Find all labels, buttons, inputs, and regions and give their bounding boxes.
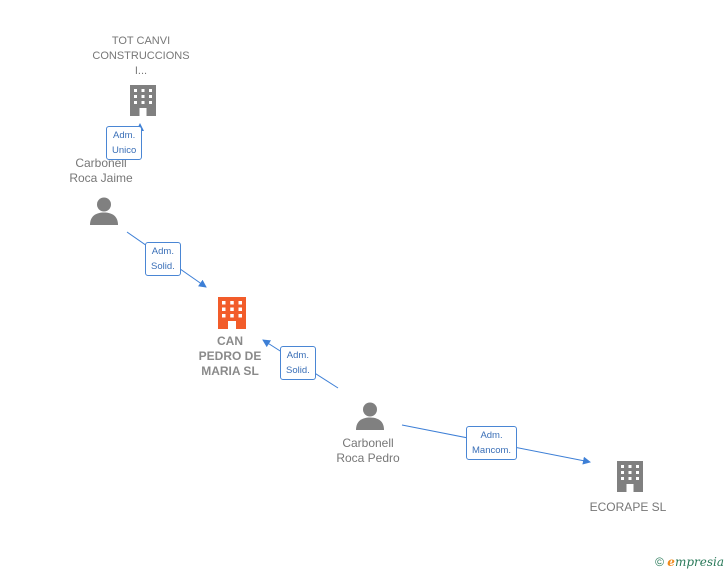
brand-rest: mpresia <box>674 555 724 569</box>
edge-label-line: Adm. <box>286 350 309 361</box>
node-label-line: CAN <box>217 334 243 348</box>
edge-label-line: Solid. <box>286 365 310 376</box>
edge-label-adm-unico[interactable]: Adm. Unico <box>106 126 143 160</box>
building-icon[interactable] <box>128 84 158 118</box>
node-label-line: Carbonell <box>342 436 394 450</box>
building-icon[interactable] <box>615 460 645 494</box>
node-label-line: TOT CANVI <box>111 35 171 47</box>
edge-label-line: Unico <box>112 145 137 156</box>
node-carbonell-pedro-label[interactable]: Carbonell Roca Pedro <box>317 436 419 466</box>
node-can-pedro-label[interactable]: CAN PEDRO DE MARIA SL <box>180 334 280 379</box>
brand-initial: e <box>667 555 675 569</box>
person-icon[interactable] <box>355 401 385 431</box>
node-carbonell-jaime-label[interactable]: Carbonell Roca Jaime <box>50 156 152 186</box>
empresia-watermark: © empresia <box>655 555 724 569</box>
building-icon[interactable] <box>216 296 248 331</box>
copyright-symbol: © <box>655 555 664 569</box>
node-label-line: MARIA SL <box>201 364 259 378</box>
node-label-line: Roca Jaime <box>69 171 133 185</box>
node-ecorape-label[interactable]: ECORAPE SL <box>578 500 678 515</box>
edge-label-adm-mancom[interactable]: Adm. Mancom. <box>466 426 518 460</box>
edge-label-line: Adm. <box>113 130 136 141</box>
node-label-line: I... <box>134 65 148 77</box>
edge-label-line: Mancom. <box>472 445 512 456</box>
empresia-logo: empresia <box>667 555 724 569</box>
node-tot-canvi-label[interactable]: TOT CANVI CONSTRUCCIONS I... <box>76 34 206 79</box>
edge-label-line: Solid. <box>151 261 175 272</box>
node-label-line: ECORAPE SL <box>589 500 667 514</box>
edge-label-adm-solid-jaime[interactable]: Adm. Solid. <box>145 242 181 276</box>
edge-label-adm-solid-pedro[interactable]: Adm. Solid. <box>280 346 316 380</box>
node-label-line: CONSTRUCCIONS <box>92 50 190 62</box>
node-label-line: PEDRO DE <box>198 349 262 363</box>
edge-label-line: Adm. <box>151 246 174 257</box>
node-label-line: Roca Pedro <box>336 451 400 465</box>
person-icon[interactable] <box>89 196 119 226</box>
edge-label-line: Adm. <box>480 430 503 441</box>
